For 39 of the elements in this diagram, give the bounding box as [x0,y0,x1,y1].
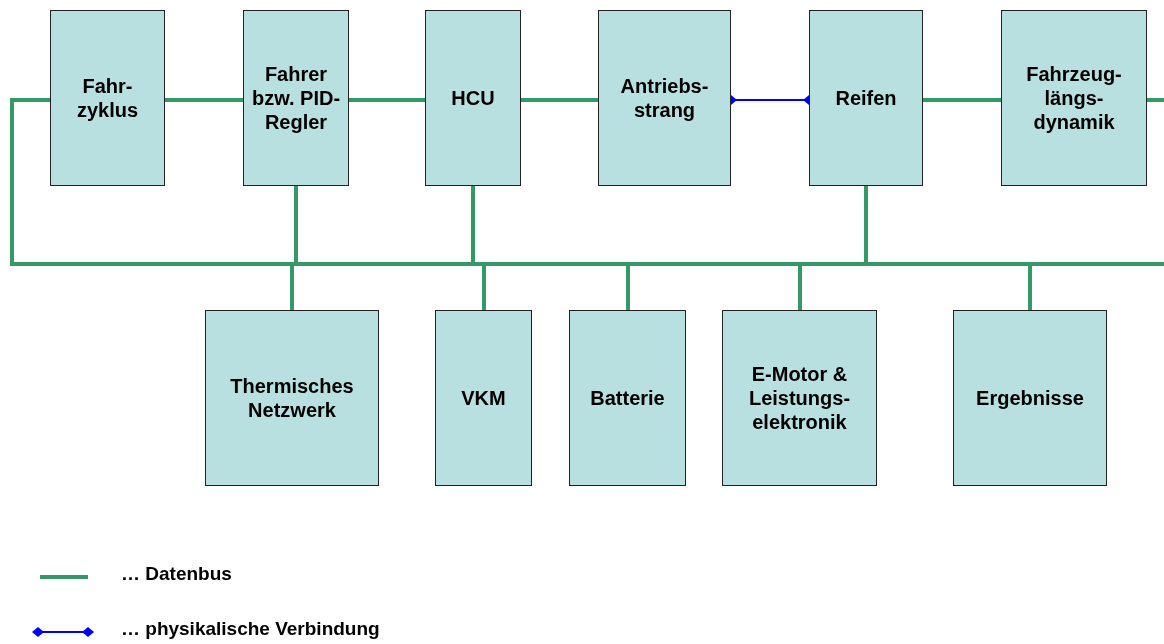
process-box [50,10,165,186]
bus-line [349,98,425,102]
node-label: HCU [451,86,495,110]
data-bus-bar [10,262,1164,266]
process-box [243,10,349,186]
bus-line [923,98,1001,102]
bus-line [471,186,475,262]
node-label: Fahrzeug- längs- dynamik [1025,62,1123,134]
node-label: Ergebnisse [976,386,1084,410]
process-box [722,310,877,486]
legend-label: … Datenbus [121,563,232,585]
process-box [1001,10,1147,186]
bus-line [482,266,486,310]
process-box [569,310,686,486]
node-label: Fahr- zyklus [75,74,140,122]
process-box [205,310,379,486]
bus-line [1147,98,1164,102]
bus-line [521,98,598,102]
bus-line [864,186,868,262]
node-label: Antriebs- strang [619,74,710,122]
node-label: E-Motor & Leistungs- elektronik [747,362,852,434]
process-box [598,10,731,186]
node-label: Thermisches Netzwerk [229,374,355,422]
bus-line [626,266,630,310]
bus-line [290,266,294,310]
node-label: VKM [461,386,506,410]
node-label: Batterie [590,386,665,410]
bus-line [798,266,802,310]
bus-line [10,98,50,262]
process-box [425,10,521,186]
process-box [809,10,923,186]
node-label: Fahrer bzw. PID- Regler [250,62,342,134]
legend-label: … physikalische Verbindung [121,618,380,640]
bus-line [294,186,298,262]
bus-line [1028,266,1032,310]
bus-line [165,98,243,102]
process-box [953,310,1107,486]
node-label: Reifen [835,86,897,110]
process-box [435,310,532,486]
